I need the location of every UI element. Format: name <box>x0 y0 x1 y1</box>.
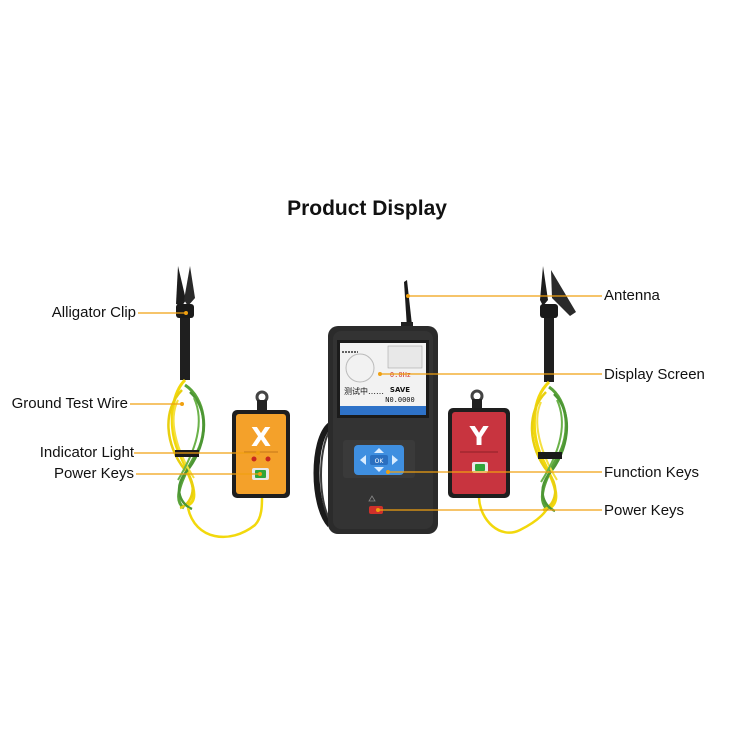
label-power-keys-left: Power Keys <box>53 465 134 482</box>
up-arrow-icon[interactable] <box>374 448 384 453</box>
label-alligator-clip: Alligator Clip <box>51 304 136 321</box>
label-display-screen: Display Screen <box>604 366 705 383</box>
screen-status: 测试中…… <box>344 386 384 396</box>
ok-button[interactable] <box>370 455 388 465</box>
screen-save: SAVE <box>390 386 410 394</box>
x-unit: X <box>232 390 290 498</box>
label-antenna: Antenna <box>604 287 660 304</box>
warning-icon <box>368 495 376 502</box>
label-power-keys-right: Power Keys <box>604 502 685 519</box>
label-ground-test-wire: Ground Test Wire <box>11 395 128 412</box>
x-unit-letter: X <box>251 423 271 453</box>
indicator-light-red-right <box>265 456 271 462</box>
left-alligator-clip <box>176 266 195 380</box>
leader-lines <box>130 294 602 512</box>
left-arrow-icon[interactable] <box>360 455 366 465</box>
screen-frequency: 0.0Hz <box>390 371 411 379</box>
left-coiled-wire <box>167 378 264 539</box>
right-coiled-wire <box>530 380 569 513</box>
page-title: Product Display <box>287 197 447 220</box>
screen-number: N0.0000 <box>385 396 415 404</box>
main-receiver: 0.0Hz 测试中…… SAVE N0.0000 OK <box>313 280 438 534</box>
y-unit-letter: Y <box>469 422 490 452</box>
antenna-icon <box>404 280 412 328</box>
right-alligator-clip <box>540 266 576 382</box>
ok-button-label: OK <box>375 458 385 465</box>
right-arrow-icon[interactable] <box>392 455 398 465</box>
down-arrow-icon[interactable] <box>374 467 384 472</box>
label-function-keys: Function Keys <box>604 464 700 481</box>
y-unit: Y <box>448 389 550 534</box>
indicator-light-red-left <box>251 456 257 462</box>
label-indicator-light: Indicator Light <box>39 444 134 461</box>
